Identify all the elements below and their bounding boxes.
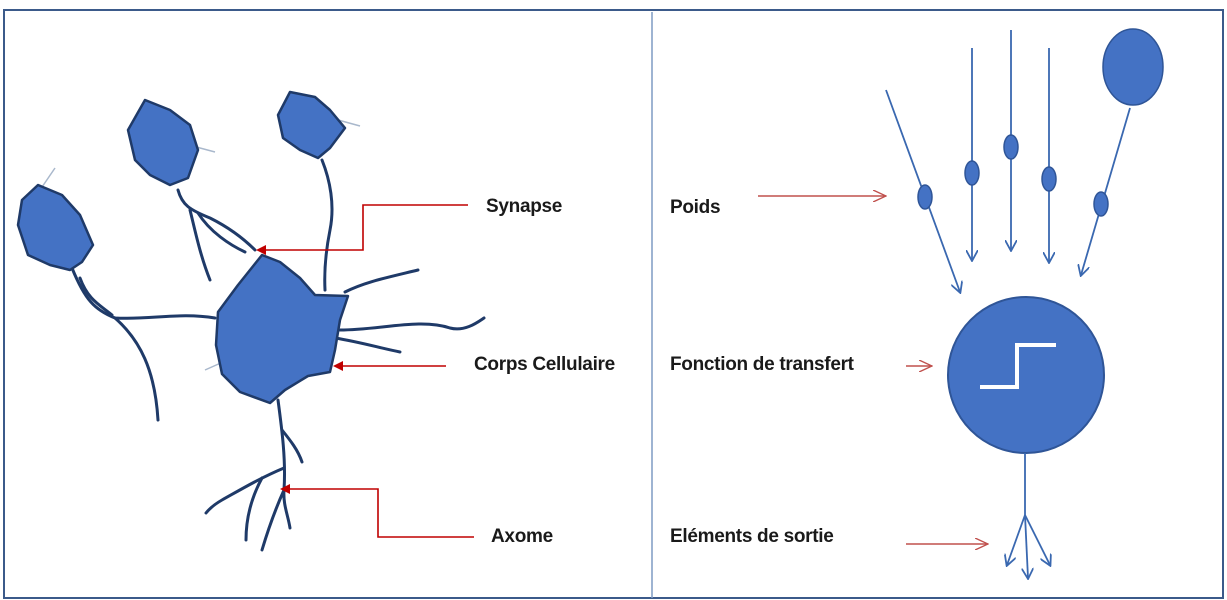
presynaptic-cell-2 bbox=[126, 98, 200, 187]
output-links bbox=[1007, 453, 1050, 578]
synapse-label: Synapse bbox=[486, 196, 563, 217]
weight-node bbox=[917, 184, 933, 210]
input-node bbox=[1102, 28, 1164, 106]
weight-node bbox=[1041, 166, 1057, 192]
transfer-function-label: Fonction de transfert bbox=[670, 354, 854, 375]
step-function-icon bbox=[980, 343, 1056, 389]
cell-bodies bbox=[16, 90, 350, 405]
presynaptic-cell-1 bbox=[16, 183, 95, 272]
axon-label: Axome bbox=[491, 526, 553, 547]
outer-border bbox=[3, 9, 1224, 599]
axon-pointer-arrow bbox=[280, 484, 474, 538]
artificial-neuron bbox=[758, 28, 1164, 578]
input-links bbox=[885, 30, 1131, 292]
weight-node bbox=[964, 160, 980, 186]
model-pointers bbox=[758, 196, 988, 544]
biological-neuron bbox=[16, 90, 486, 552]
presynaptic-cell-3 bbox=[276, 90, 347, 160]
cell-body-label: Corps Cellulaire bbox=[474, 354, 615, 375]
synapse-pointer-arrow bbox=[256, 204, 468, 255]
neuron-node bbox=[947, 296, 1105, 454]
weight-node bbox=[1093, 191, 1109, 217]
biology-pointers bbox=[256, 204, 474, 538]
weights-label: Poids bbox=[670, 197, 721, 218]
cell-body bbox=[214, 253, 350, 405]
weight-nodes bbox=[917, 134, 1109, 217]
outputs-label: Eléments de sortie bbox=[670, 526, 834, 547]
weight-node bbox=[1003, 134, 1019, 160]
